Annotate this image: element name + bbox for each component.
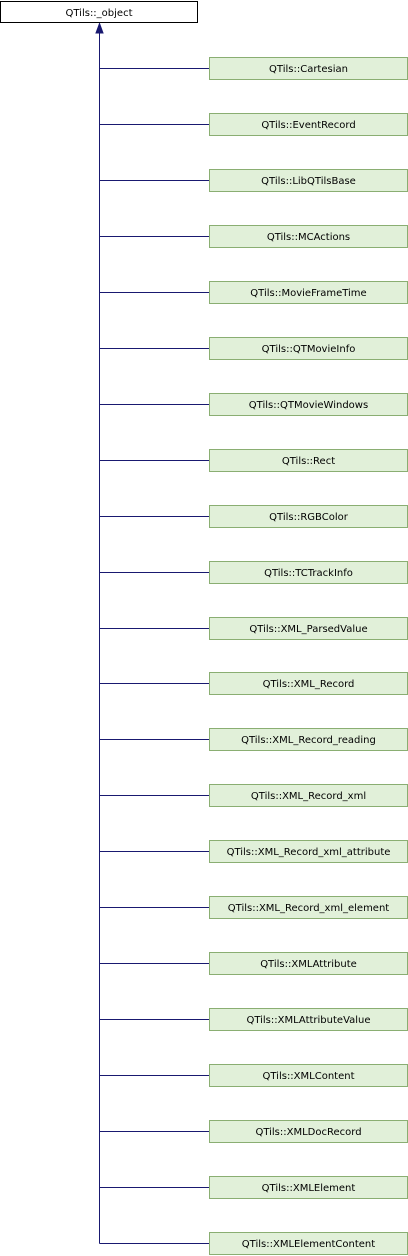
node-derived-label: QTils::XMLAttribute xyxy=(260,959,357,970)
node-derived-class[interactable]: QTils::RGBColor xyxy=(209,505,408,528)
node-derived-label: QTils::QTMovieInfo xyxy=(262,344,356,355)
node-derived-label: QTils::XML_Record_xml_element xyxy=(228,903,390,914)
node-derived-label: QTils::Rect xyxy=(282,456,335,467)
node-derived-class[interactable]: QTils::Rect xyxy=(209,449,408,472)
node-derived-class[interactable]: QTils::Cartesian xyxy=(209,57,408,80)
node-derived-label: QTils::XML_Record_reading xyxy=(241,735,376,746)
node-derived-label: QTils::XMLElement xyxy=(262,1183,356,1194)
node-derived-class[interactable]: QTils::XMLAttributeValue xyxy=(209,1008,408,1031)
node-derived-label: QTils::TCTrackInfo xyxy=(264,568,353,579)
inheritance-arrowhead xyxy=(95,22,104,34)
node-derived-label: QTils::XML_Record_xml xyxy=(251,791,366,802)
node-derived-class[interactable]: QTils::XML_Record_xml xyxy=(209,784,408,807)
node-derived-class[interactable]: QTils::XMLElementContent xyxy=(209,1232,408,1255)
node-derived-class[interactable]: QTils::XML_Record_reading xyxy=(209,728,408,751)
node-derived-class[interactable]: QTils::MovieFrameTime xyxy=(209,281,408,304)
node-derived-label: QTils::MovieFrameTime xyxy=(250,288,366,299)
node-derived-class[interactable]: QTils::MCActions xyxy=(209,225,408,248)
node-base-box xyxy=(0,1,198,23)
node-derived-label: QTils::XMLElementContent xyxy=(242,1239,375,1250)
node-derived-class[interactable]: QTils::XMLElement xyxy=(209,1176,408,1199)
node-derived-class[interactable]: QTils::XMLContent xyxy=(209,1064,408,1087)
node-derived-label: QTils::EventRecord xyxy=(261,120,355,131)
node-base-label: QTils::_object xyxy=(66,8,133,19)
node-derived-label: QTils::Cartesian xyxy=(269,64,348,75)
node-derived-class[interactable]: QTils::QTMovieInfo xyxy=(209,337,408,360)
node-derived-label: QTils::RGBColor xyxy=(269,512,349,523)
node-derived-label: QTils::XML_ParsedValue xyxy=(249,624,367,635)
node-derived-class[interactable]: QTils::LibQTilsBase xyxy=(209,169,408,192)
node-derived-label: QTils::XML_Record_xml_attribute xyxy=(227,847,391,858)
node-derived-class[interactable]: QTils::QTMovieWindows xyxy=(209,393,408,416)
node-derived-class[interactable]: QTils::TCTrackInfo xyxy=(209,561,408,584)
node-derived-label: QTils::XMLAttributeValue xyxy=(246,1015,370,1026)
node-derived-label: QTils::QTMovieWindows xyxy=(249,400,368,411)
node-derived-label: QTils::MCActions xyxy=(267,232,350,243)
node-derived-class[interactable]: QTils::XML_Record_xml_element xyxy=(209,896,408,919)
node-derived-class[interactable]: QTils::XMLDocRecord xyxy=(209,1120,408,1143)
node-derived-class[interactable]: QTils::EventRecord xyxy=(209,113,408,136)
node-derived-label: QTils::LibQTilsBase xyxy=(261,176,356,187)
node-derived-class[interactable]: QTils::XMLAttribute xyxy=(209,952,408,975)
derived-class-nodes: QTils::CartesianQTils::EventRecordQTils:… xyxy=(209,57,408,1255)
node-derived-class[interactable]: QTils::XML_Record xyxy=(209,672,408,695)
inheritance-edges xyxy=(95,22,210,1244)
node-derived-class[interactable]: QTils::XML_ParsedValue xyxy=(209,617,408,640)
node-base-class[interactable]: QTils::_object xyxy=(0,1,198,23)
node-derived-label: QTils::XMLContent xyxy=(263,1071,355,1082)
node-derived-label: QTils::XMLDocRecord xyxy=(255,1127,361,1138)
node-derived-label: QTils::XML_Record xyxy=(263,679,355,690)
node-derived-class[interactable]: QTils::XML_Record_xml_attribute xyxy=(209,840,408,863)
